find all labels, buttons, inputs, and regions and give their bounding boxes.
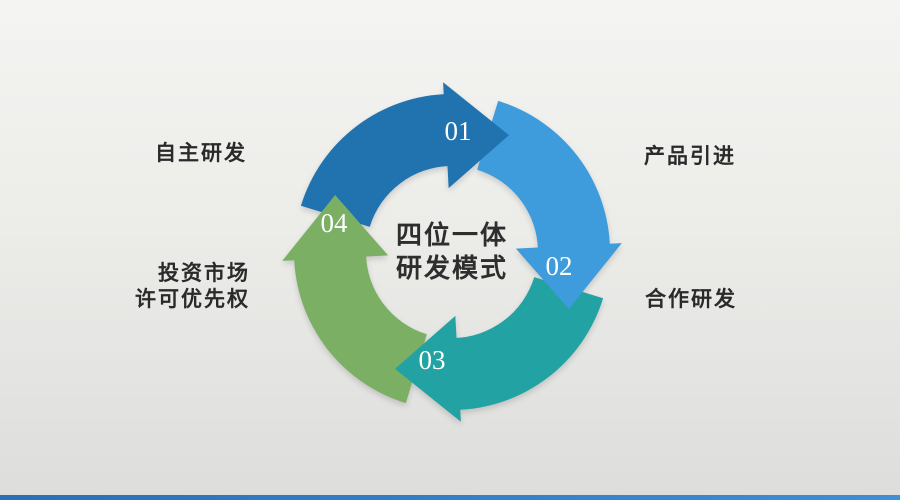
label-independent-rd: 自主研发	[155, 142, 247, 165]
label-investment-market: 投资市场 许可优先权	[135, 261, 250, 313]
segment-04-arc	[294, 253, 427, 404]
segment-04-number: 04	[321, 208, 349, 238]
center-title-line1: 四位一体	[395, 220, 508, 250]
label-investment-market-line1: 投资市场	[158, 262, 250, 285]
label-cooperative-rd: 合作研发	[645, 288, 737, 311]
center-title-line2: 研发模式	[395, 253, 508, 283]
segment-01-arc	[300, 94, 451, 227]
label-investment-market-line2: 许可优先权	[135, 288, 250, 311]
segment-02-number: 02	[546, 251, 573, 281]
segment-01-arrowhead	[443, 82, 509, 189]
bottom-accent-bar	[0, 495, 900, 500]
segment-03-arc	[453, 277, 604, 410]
segment-02-arrowhead	[515, 243, 622, 309]
segment-02-arc	[477, 100, 610, 251]
diagram-center-title: 四位一体 研发模式	[352, 219, 552, 285]
label-product-introduction: 产品引进	[644, 145, 736, 168]
segment-01-number: 01	[445, 116, 472, 146]
segment-04-arrowhead	[282, 195, 389, 261]
segment-03-arrowhead	[395, 315, 461, 422]
segment-03-number: 03	[419, 345, 446, 375]
